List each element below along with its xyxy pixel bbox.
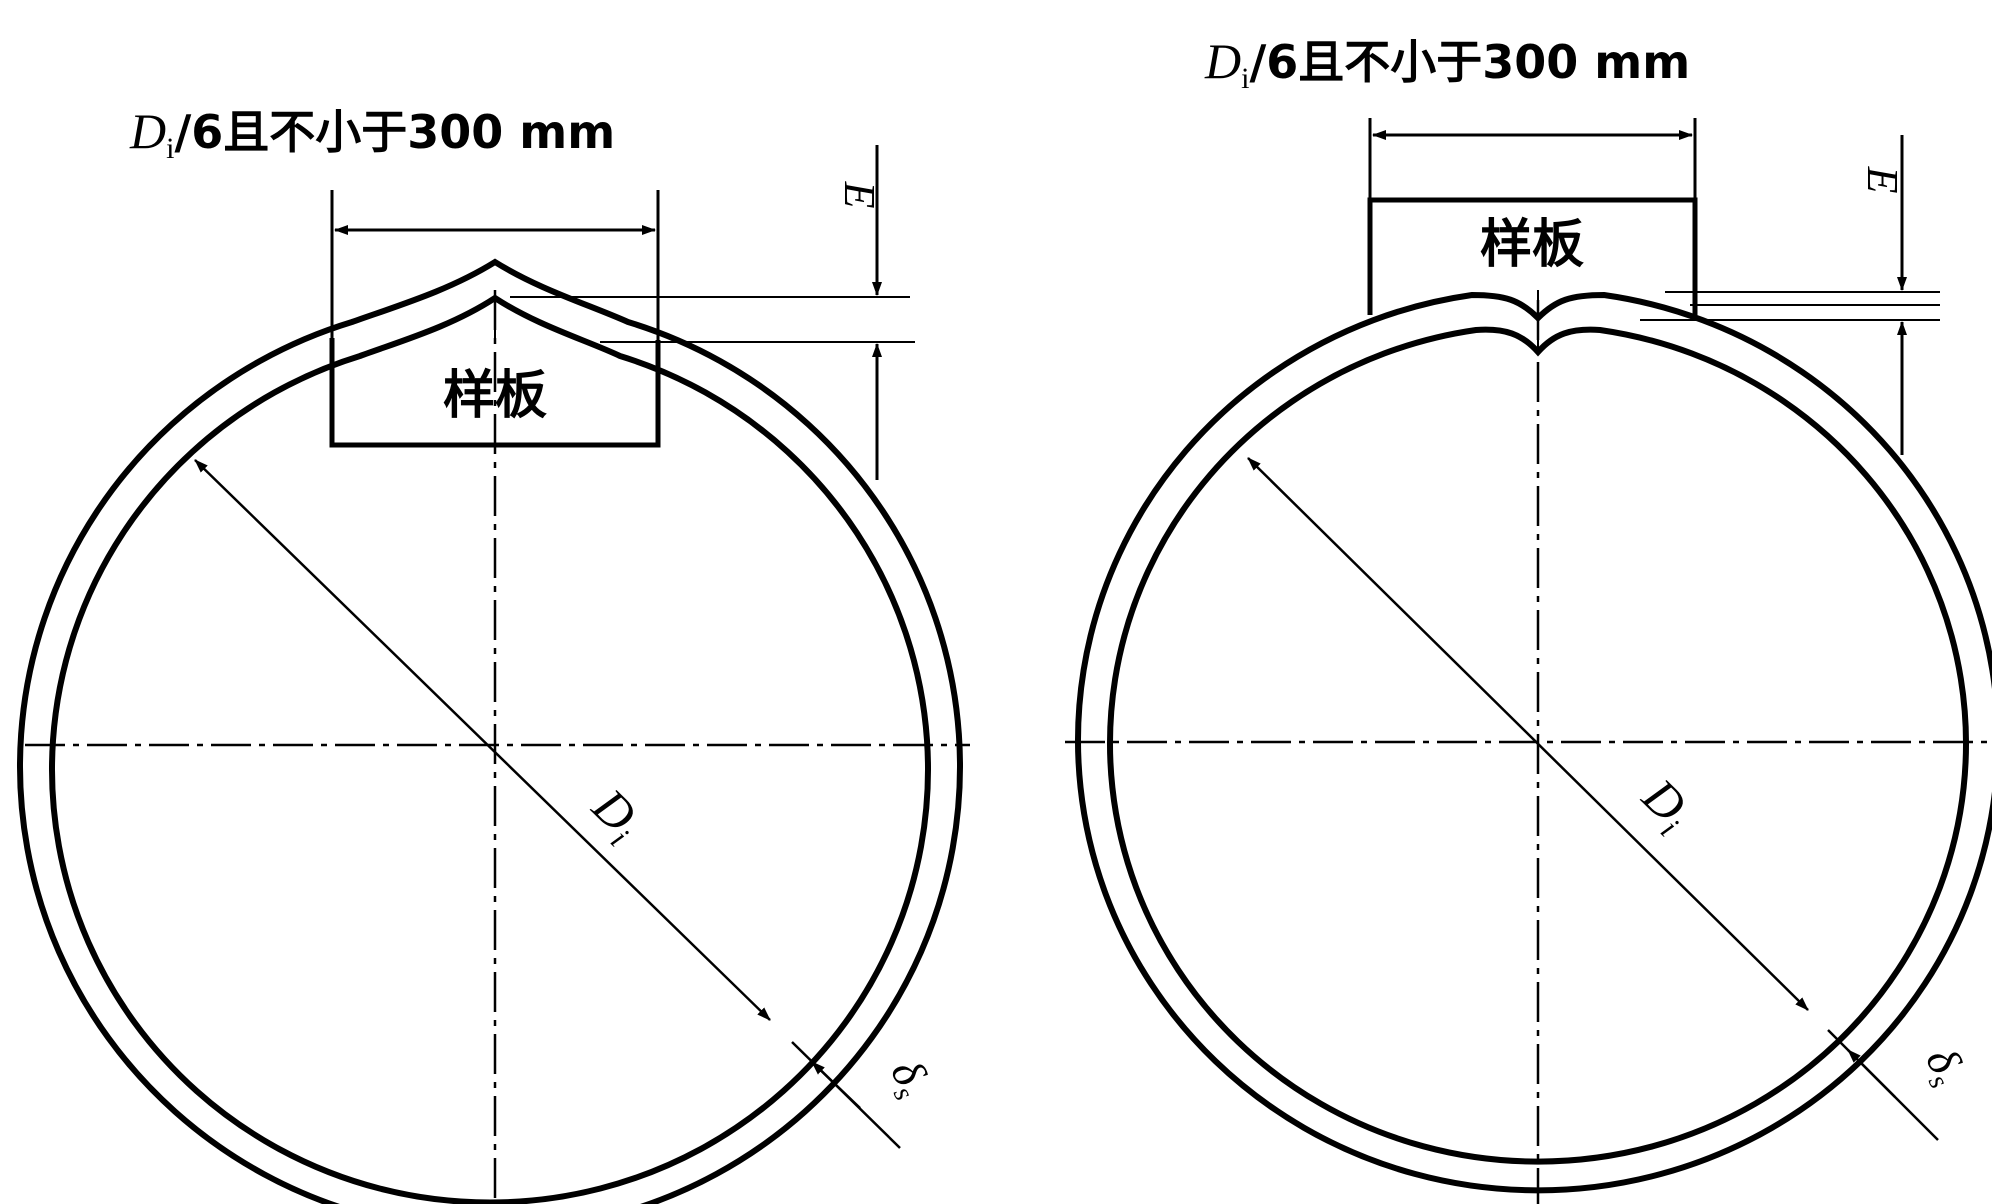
left-E-label: E [835,181,884,209]
left-top-dimension-label: Di/6且不小于300 mm [129,103,615,165]
left-diameter-line [194,459,771,1021]
right-outer-shell [1075,291,1992,1194]
right-diameter-label: Di [1627,767,1703,844]
right-inner-shell [1107,326,1969,1165]
left-thickness-label: δs [877,1051,942,1106]
left-thickness-arrow [811,1061,861,1109]
left-template-box [329,338,661,448]
right-template-box [1367,197,1698,315]
left-figure: 样板 Di/6且不小于300 mm E Di δs [17,103,970,1204]
left-outer-shell [17,258,963,1204]
right-diameter-line [1247,457,1809,1011]
left-inner-shell [49,294,931,1204]
right-thickness-label: δs [1912,1039,1977,1094]
right-template-label: 样板 [1480,215,1584,275]
right-figure: 样板 Di/6且不小于300 mm E Di δs [1065,33,1992,1204]
left-template-label: 样板 [443,366,547,426]
right-thickness-arrow [1847,1049,1896,1098]
right-top-dimension-label: Di/6且不小于300 mm [1204,33,1690,95]
right-E-label: E [1858,166,1907,194]
